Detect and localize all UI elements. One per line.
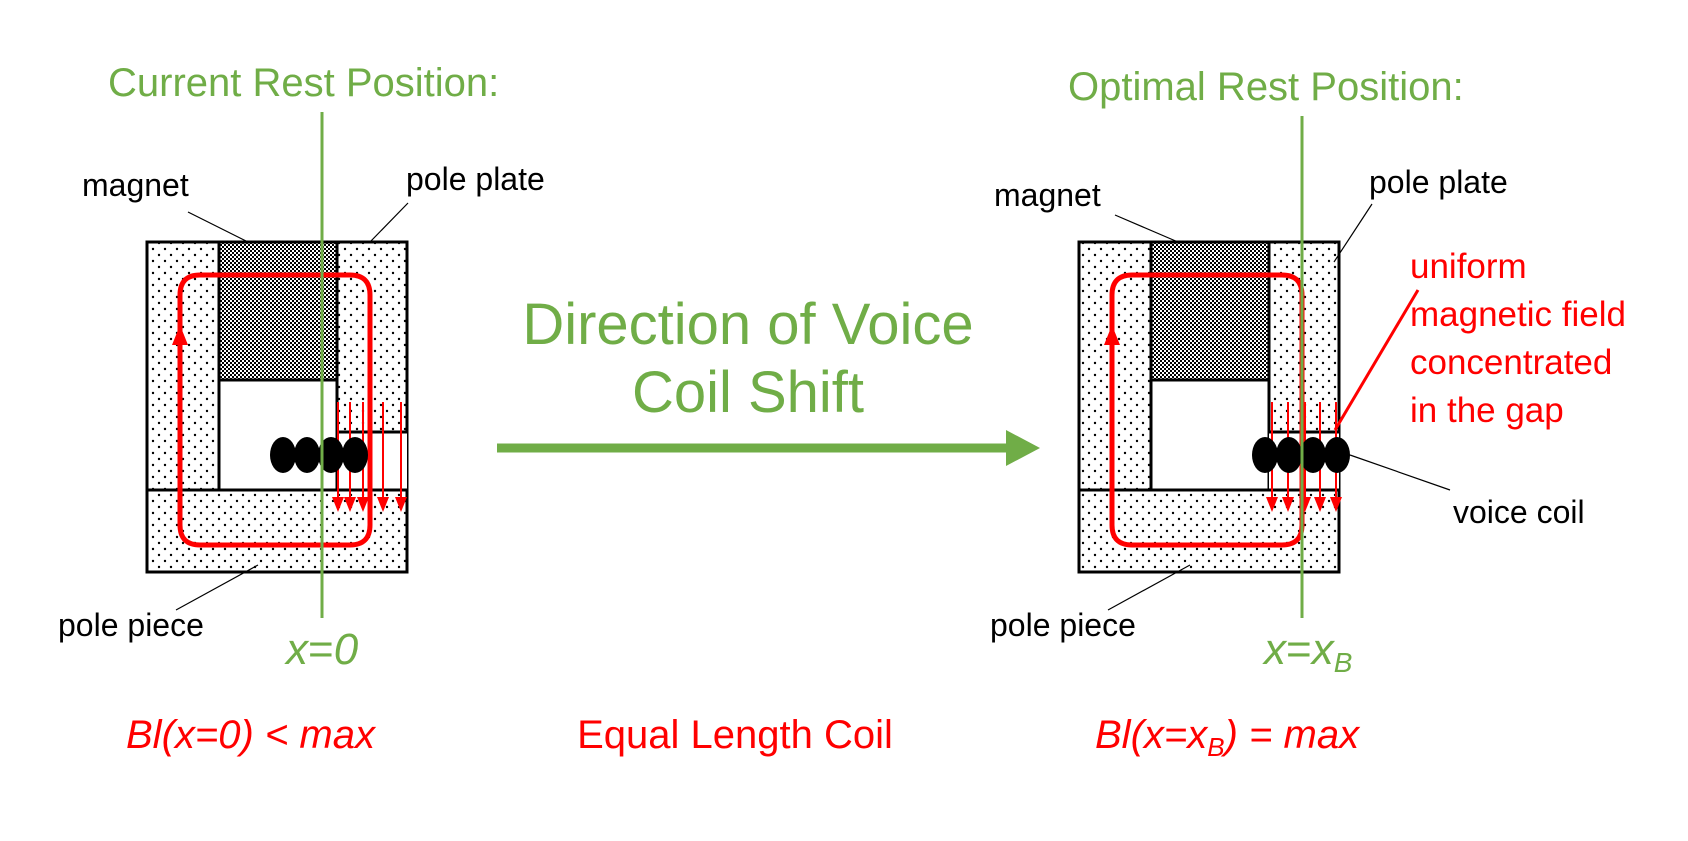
direction-arrowhead (1006, 430, 1040, 466)
left-pole-plate-label: pole plate (406, 161, 545, 197)
right-voice-coil-label: voice coil (1453, 494, 1585, 530)
right-heading: Optimal Rest Position: (1068, 65, 1464, 109)
left-flux-loop (177, 272, 373, 548)
left-cavity (217, 378, 339, 492)
right-pole-piece-label: pole piece (990, 607, 1136, 643)
left-position-label: x=0 (284, 625, 359, 674)
direction-line-1: Direction of Voice (522, 292, 973, 357)
uniform-field-line-4: in the gap (1410, 391, 1564, 430)
uniform-field-line-2: magnetic field (1410, 295, 1626, 334)
uniform-field-annotation: uniform magnetic field concentrated in t… (1333, 247, 1626, 431)
uniform-field-line-3: concentrated (1410, 343, 1612, 382)
right-bl-label: Bl(x=xB) = max (1095, 713, 1361, 762)
left-bl-label: Bl(x=0) < max (126, 713, 377, 757)
coil-note: Equal Length Coil (577, 713, 893, 757)
right-diagram: Optimal Rest Position: (990, 65, 1626, 762)
left-magnet-label: magnet (82, 167, 189, 203)
center-section: Direction of Voice Coil Shift Equal Leng… (497, 292, 1040, 757)
right-flux-arrowhead (1104, 325, 1120, 345)
left-heading: Current Rest Position: (108, 61, 499, 105)
left-flux-arrowhead (172, 325, 188, 345)
left-pole-piece-label: pole piece (58, 607, 204, 643)
uniform-field-line-1: uniform (1410, 247, 1527, 286)
left-voice-coil (270, 437, 368, 473)
right-voice-coil (1252, 437, 1350, 473)
left-field-arrowheads (332, 497, 407, 512)
left-diagram: Current Rest Position: (58, 61, 545, 757)
uniform-field-pointer (1333, 289, 1420, 431)
direction-line-2: Coil Shift (632, 360, 864, 425)
right-magnet (1149, 240, 1271, 382)
right-magnet-label: magnet (994, 177, 1101, 213)
right-pole-plate-label: pole plate (1369, 164, 1508, 200)
right-position-label: x=xB (1262, 625, 1352, 678)
right-field-arrowheads (1266, 497, 1342, 512)
left-magnet (217, 240, 339, 382)
right-cavity (1149, 378, 1271, 492)
